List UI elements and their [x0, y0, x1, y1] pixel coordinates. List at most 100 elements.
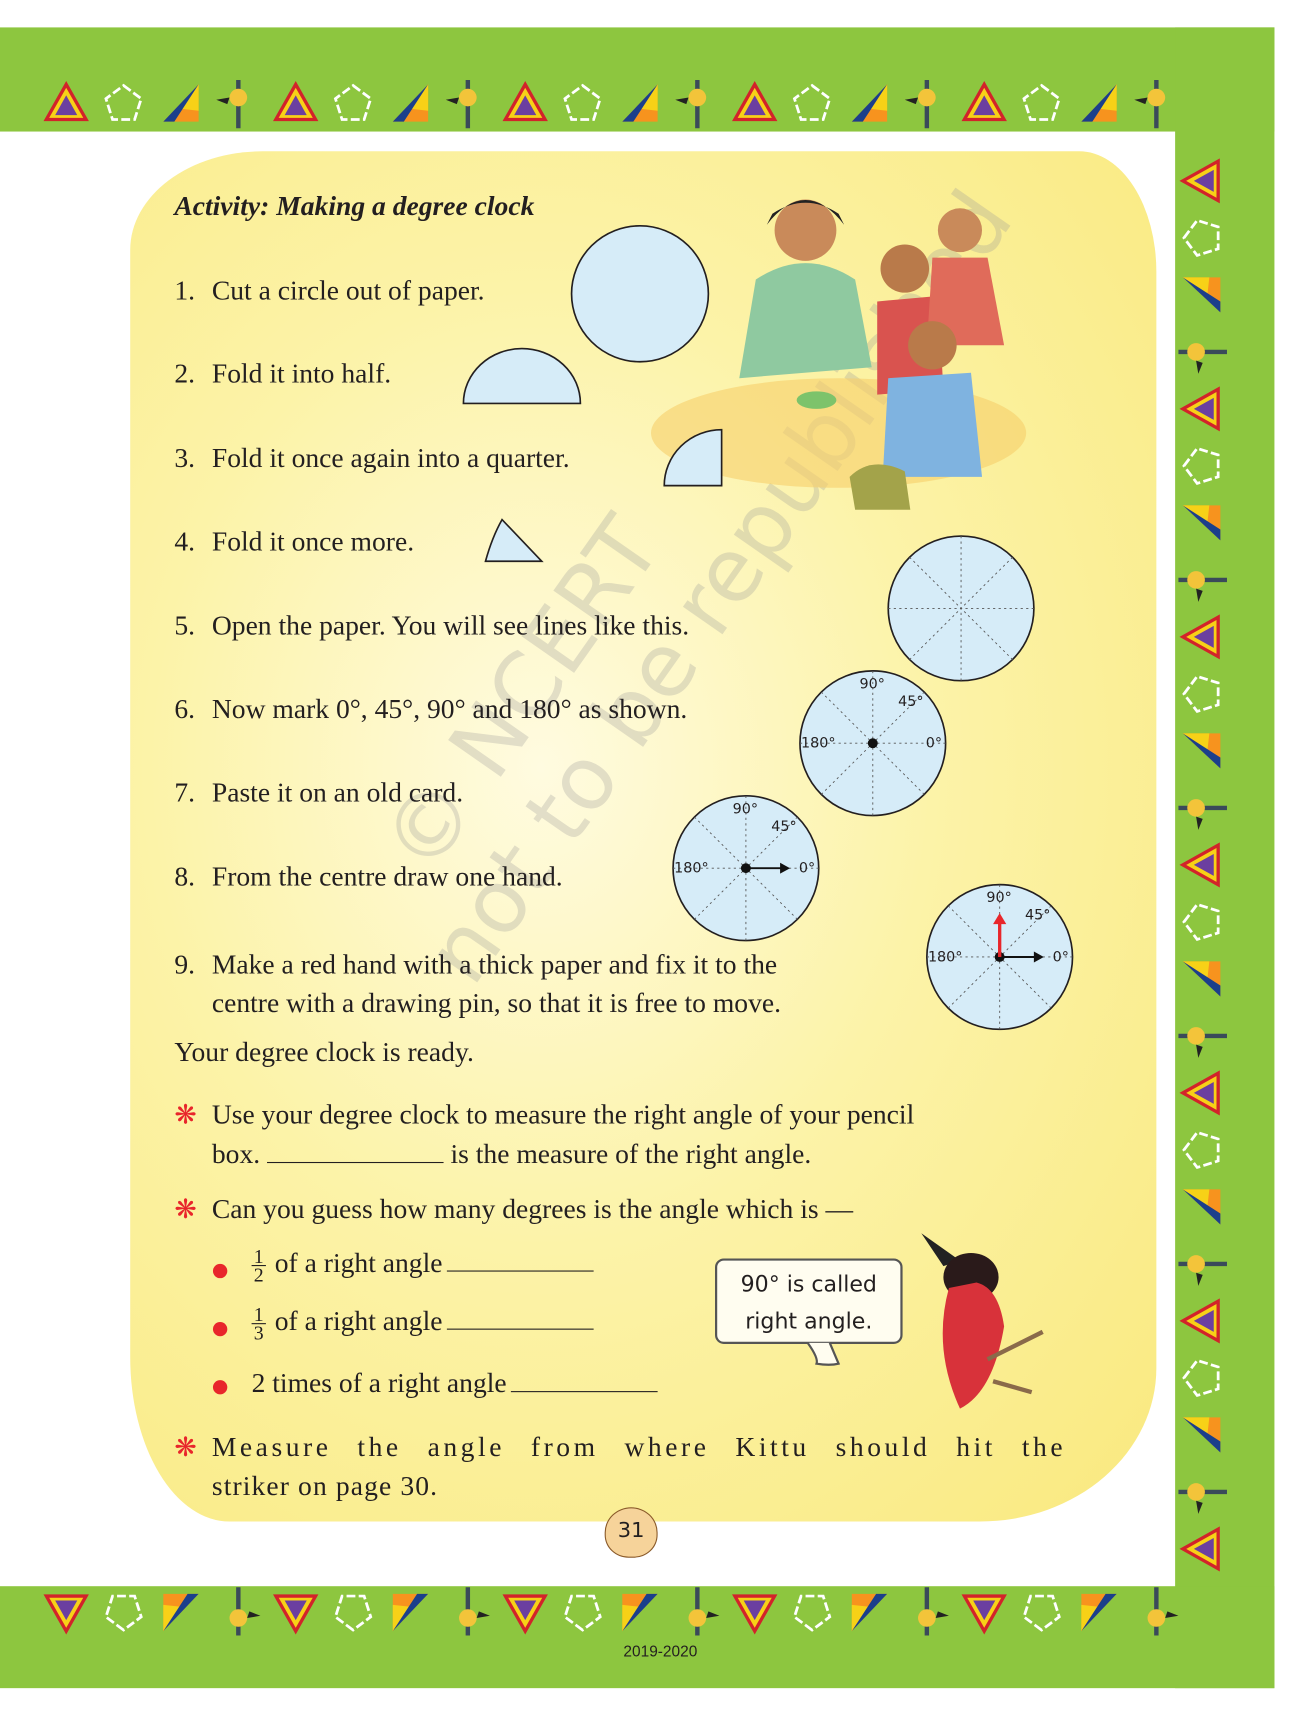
- border-motif: [1182, 505, 1221, 541]
- border-motif: [1178, 799, 1227, 830]
- label-45: 45°: [1025, 908, 1050, 924]
- border-motif: [459, 1587, 490, 1636]
- label-45: 45°: [771, 819, 796, 835]
- label-0: 0°: [926, 736, 942, 752]
- border-motif: [1134, 80, 1166, 129]
- step-9: 9.Make a red hand with a thick paper and…: [174, 950, 782, 1019]
- border-motif: [1022, 1594, 1061, 1632]
- border-motif: [1179, 158, 1220, 204]
- border-motif: [792, 83, 832, 121]
- border-motif: [1182, 277, 1221, 313]
- border-motif: [273, 1594, 319, 1635]
- border-motif: [502, 81, 548, 122]
- clock-with-red-hand: 90° 45° 180° 0°: [926, 883, 1074, 1031]
- centre-pin: [867, 738, 878, 749]
- border-motif: [792, 1594, 832, 1632]
- border-motif: [216, 80, 248, 129]
- border-motif: [1179, 1526, 1220, 1572]
- border-motif: [392, 1593, 429, 1632]
- label-180: 180°: [801, 736, 836, 752]
- border-motif: [1182, 446, 1220, 486]
- centre-pin: [740, 863, 751, 874]
- question-2: ❋Can you guess how many degrees is the a…: [174, 1194, 854, 1225]
- border-motif: [229, 1587, 261, 1636]
- step-5: 5.Open the paper. You will see lines lik…: [174, 611, 690, 642]
- border-motif: [904, 80, 936, 129]
- border-motif: [1182, 1417, 1221, 1453]
- step-6: 6.Now mark 0°, 45°, 90° and 180° as show…: [174, 694, 688, 725]
- asterisk-bullet-icon: ❋: [174, 1433, 197, 1463]
- border-motif: [43, 1594, 89, 1635]
- border-motif: [961, 1594, 1007, 1635]
- border-motif: [1182, 674, 1220, 714]
- clock-with-hand: 90° 45° 180° 0°: [672, 795, 820, 942]
- border-motif: [1182, 1358, 1220, 1398]
- border-motif: [961, 81, 1007, 122]
- clock-ready-text: Your degree clock is ready.: [174, 1038, 474, 1068]
- step-3: 3.Fold it once again into a quarter.: [174, 443, 570, 474]
- border-motif: [1182, 218, 1220, 258]
- border-motif: [163, 1593, 199, 1632]
- paper-circle-shape: [570, 224, 710, 363]
- answer-blank[interactable]: [446, 1249, 594, 1272]
- label-180: 180°: [674, 861, 709, 877]
- asterisk-bullet-icon: ❋: [174, 1195, 197, 1225]
- arrow-head-icon: [1033, 951, 1044, 963]
- border-motif: [1182, 1189, 1221, 1225]
- border-motif: [732, 81, 778, 122]
- paper-half-circle-shape: [462, 347, 582, 405]
- answer-blank[interactable]: [511, 1369, 658, 1393]
- border-motif: [851, 1593, 888, 1632]
- label-0: 0°: [799, 861, 815, 877]
- answer-blank[interactable]: [446, 1307, 594, 1330]
- paper-eighth-shape: [484, 518, 544, 563]
- border-motif: [688, 1587, 720, 1636]
- border-motif: [1179, 1298, 1220, 1344]
- red-arrow-head-icon: [993, 913, 1007, 925]
- year-label: 2019-2020: [623, 1642, 698, 1660]
- marked-degree-circle: 90° 45° 180° 0°: [799, 670, 947, 817]
- question-3: ❋Measure the angle from where Kittu shou…: [174, 1428, 1066, 1506]
- border-motif: [1022, 83, 1061, 121]
- border-motif: [851, 84, 888, 122]
- border-motif: [502, 1594, 548, 1635]
- step-8: 8.From the centre draw one hand.: [174, 862, 563, 893]
- border-motif: [104, 83, 143, 121]
- speech-bubble-tail: [806, 1342, 841, 1366]
- answer-blank[interactable]: [267, 1140, 444, 1164]
- page-number-badge: 31: [604, 1507, 658, 1558]
- border-motif: [43, 81, 89, 122]
- border-motif: [1178, 1483, 1227, 1514]
- border-motif: [1182, 1130, 1220, 1170]
- border-motif: [1182, 733, 1221, 769]
- label-90: 90°: [986, 890, 1011, 906]
- label-90: 90°: [733, 801, 758, 817]
- border-motif: [622, 84, 658, 122]
- border-motif: [1179, 614, 1220, 660]
- question-1: ❋Use your degree clock to measure the ri…: [174, 1096, 914, 1174]
- border-motif: [1179, 842, 1220, 888]
- label-180: 180°: [928, 949, 963, 965]
- border-motif: [104, 1594, 143, 1632]
- border-motif: [1081, 1593, 1117, 1632]
- right-border: [1175, 27, 1275, 1689]
- step-7: 7.Paste it on an old card.: [174, 778, 464, 808]
- red-bullet-icon: [212, 1380, 228, 1395]
- border-motif: [1147, 1587, 1179, 1636]
- label-0: 0°: [1053, 949, 1069, 965]
- border-motif: [675, 80, 707, 129]
- border-motif: [163, 84, 199, 122]
- step-4: 4.Fold it once more.: [174, 527, 415, 557]
- folded-lines-circle: [887, 535, 1035, 682]
- border-motif: [1179, 1070, 1220, 1116]
- arrow-head-icon: [780, 862, 791, 874]
- border-motif: [1178, 1027, 1227, 1058]
- border-motif: [1182, 902, 1220, 942]
- label-90: 90°: [860, 676, 885, 692]
- asterisk-bullet-icon: ❋: [174, 1101, 197, 1131]
- activity-title: Activity: Making a degree clock: [174, 191, 535, 222]
